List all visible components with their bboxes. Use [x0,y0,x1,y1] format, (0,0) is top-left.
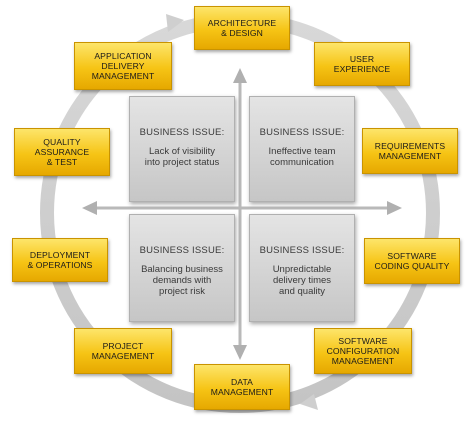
business-issue-delivery: BUSINESS ISSUE: Unpredictable delivery t… [249,214,355,322]
business-issue-text: Balancing business demands with project … [141,264,223,297]
business-issue-visibility: BUSINESS ISSUE: Lack of visibility into … [129,96,235,202]
business-issue-heading: BUSINESS ISSUE: [139,245,225,256]
business-issue-heading: BUSINESS ISSUE: [259,127,345,138]
software-coding-quality-box: SOFTWARE CODING QUALITY [364,238,460,284]
requirements-management-box: REQUIREMENTS MANAGEMENT [362,128,458,174]
user-experience-box: USER EXPERIENCE [314,42,410,86]
data-management-box: DATA MANAGEMENT [194,364,290,410]
business-issue-text: Unpredictable delivery times and quality [272,264,332,297]
project-management-box: PROJECT MANAGEMENT [74,328,172,374]
business-issue-risk: BUSINESS ISSUE: Balancing business deman… [129,214,235,322]
business-issue-text: Lack of visibility into project status [144,146,220,168]
business-issue-heading: BUSINESS ISSUE: [139,127,225,138]
axis-arrow-down [233,345,247,360]
ring-arrow-top [166,14,184,32]
quality-assurance-test-box: QUALITY ASSURANCE & TEST [14,128,110,176]
application-delivery-management-box: APPLICATION DELIVERY MANAGEMENT [74,42,172,90]
architecture-design-box: ARCHITECTURE & DESIGN [194,6,290,50]
deployment-operations-box: DEPLOYMENT & OPERATIONS [12,238,108,282]
ring-arrow-bottom [300,394,318,410]
business-issue-communication: BUSINESS ISSUE: Ineffective team communi… [249,96,355,202]
axis-arrow-right [387,201,402,215]
business-issue-text: Ineffective team communication [268,146,336,168]
axis-arrow-left [82,201,97,215]
business-issue-heading: BUSINESS ISSUE: [259,245,345,256]
software-configuration-management-box: SOFTWARE CONFIGURATION MANAGEMENT [314,328,412,374]
axis-arrow-up [233,68,247,83]
